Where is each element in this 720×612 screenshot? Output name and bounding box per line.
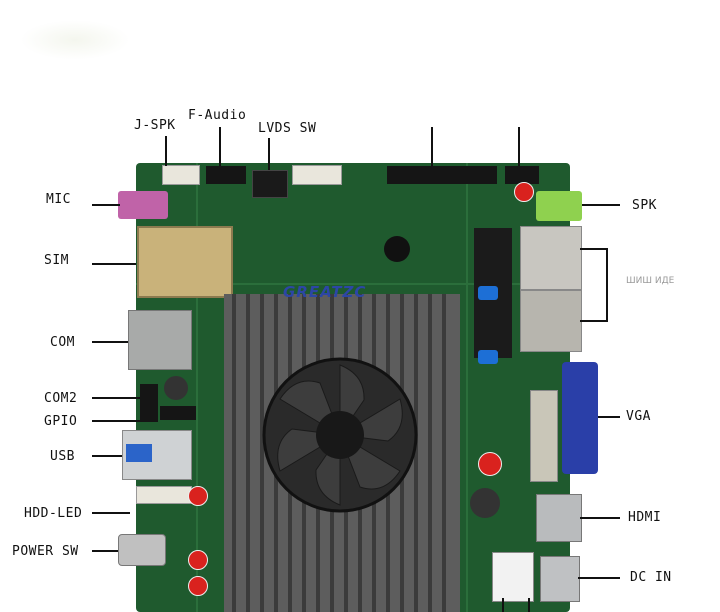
sim-slot — [137, 226, 233, 298]
capacitor — [188, 486, 208, 506]
label-usb: USB — [50, 449, 75, 464]
leader-line-usb — [92, 455, 122, 457]
leader-line-spk — [582, 204, 620, 206]
gpio-header — [160, 406, 196, 420]
label-vga: VGA — [626, 409, 651, 424]
leader-line-lvds-sw — [268, 138, 270, 170]
j-spk-header — [162, 165, 200, 185]
top-left-watermark — [20, 20, 130, 60]
label-mic: MIC — [46, 192, 71, 207]
mic-jack — [118, 191, 168, 219]
leader-line-gpio — [92, 420, 140, 422]
label-lvds-sw: LVDS SW — [258, 121, 317, 136]
label-com2: COM2 — [44, 391, 78, 406]
heatsink-fin — [260, 294, 264, 612]
leader-line-bottom — [528, 598, 530, 612]
lan-usb-stack-lower — [520, 290, 582, 352]
com-port — [128, 310, 192, 370]
right-watermark: ШИШ ИДЕ — [626, 276, 675, 286]
memory-latch-top — [478, 286, 498, 300]
heatsink-fin — [442, 294, 446, 612]
leader-line-hdd-led — [92, 512, 130, 514]
leader-line-dc-in — [578, 577, 620, 579]
leader-line-header — [518, 127, 520, 166]
label-sim: SIM — [44, 253, 69, 268]
leader-line-sim — [92, 263, 136, 265]
heatsink-fin — [246, 294, 250, 612]
leader-line-hdmi — [580, 517, 620, 519]
label-f-audio: F-Audio — [188, 108, 247, 123]
vga-port — [562, 362, 598, 474]
label-dc-in: DC IN — [630, 570, 672, 585]
label-j-spk: J-SPK — [134, 118, 176, 133]
label-hdmi: HDMI — [628, 510, 662, 525]
label-hdd-led: HDD-LED — [24, 506, 83, 521]
com2-header — [140, 384, 158, 422]
top-right-header — [505, 166, 539, 184]
spk-jack — [536, 191, 582, 221]
heatsink-fin — [232, 294, 236, 612]
leader-line-mic — [92, 204, 120, 206]
power-connector-4pin — [492, 552, 534, 602]
leader-line-com — [92, 341, 128, 343]
capacitor — [188, 576, 208, 596]
capacitor — [478, 452, 502, 476]
leader-line-vga — [598, 416, 620, 418]
inductor — [470, 488, 500, 518]
lvds-connector — [292, 165, 342, 185]
heatsink-fin — [414, 294, 418, 612]
capacitor — [188, 550, 208, 570]
memory-latch-bottom — [478, 350, 498, 364]
hdmi-port — [536, 494, 582, 542]
hdd-led-connector — [136, 486, 192, 504]
leader-line-lan-right — [606, 248, 608, 322]
inductor — [164, 376, 188, 400]
label-power-sw: POWER SW — [12, 544, 79, 559]
dc-in-jack — [540, 556, 580, 602]
buzzer — [384, 236, 410, 262]
board-logo: GREATZC — [283, 283, 367, 301]
heatsink-fin — [428, 294, 432, 612]
capacitor — [514, 182, 534, 202]
lan-usb-stack-upper — [520, 226, 582, 290]
label-com: COM — [50, 335, 75, 350]
label-spk: SPK — [632, 198, 657, 213]
leader-line-j-spk — [165, 136, 167, 166]
leader-line-lan-bottom — [580, 320, 608, 322]
cooling-fan — [262, 357, 418, 513]
leader-line-header — [431, 127, 433, 166]
label-gpio: GPIO — [44, 414, 78, 429]
f-audio-header — [206, 166, 246, 184]
vga-port-shell — [530, 390, 558, 482]
leader-line-bottom — [502, 598, 504, 612]
usb-port-inner — [126, 444, 152, 462]
gpio-top-header — [387, 166, 497, 184]
lvds-sw-dip-switch — [252, 170, 288, 198]
leader-line-power-sw — [92, 550, 118, 552]
leader-line-f-audio — [219, 127, 221, 166]
leader-line-com2 — [92, 397, 140, 399]
power-switch — [118, 534, 166, 566]
leader-line-lan-top — [580, 248, 608, 250]
